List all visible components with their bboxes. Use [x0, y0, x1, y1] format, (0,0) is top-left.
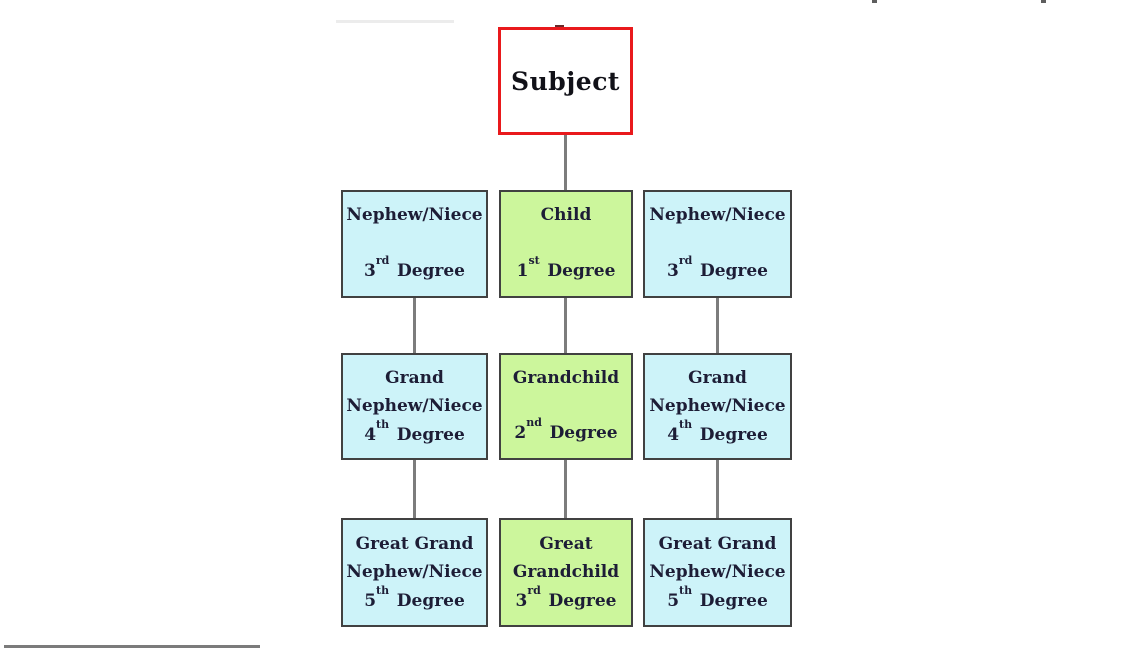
box-title-line: Great — [539, 533, 593, 554]
connector-line — [564, 298, 567, 353]
cropped-connector-artifact — [555, 25, 564, 27]
box-title-line: Nephew/Niece — [346, 396, 483, 417]
box-grand-nephew-niece-right: Grand Nephew/Niece 4thDegree — [643, 353, 792, 460]
box-title-line: Nephew/Niece — [346, 562, 483, 583]
box-great-grand-nephew-niece-right: Great Grand Nephew/Niece 5thDegree — [643, 518, 792, 627]
degree-label: 3rdDegree — [666, 254, 769, 281]
box-great-grand-nephew-niece-left: Great Grand Nephew/Niece 5thDegree — [341, 518, 488, 627]
box-grandchild: Grandchild 2ndDegree — [499, 353, 633, 460]
degree-label: 4thDegree — [364, 418, 465, 445]
connector-line — [716, 460, 719, 518]
box-title-line: Great Grand — [355, 533, 474, 554]
connector-line — [564, 460, 567, 518]
box-nephew-niece-left: Nephew/Niece 3rdDegree — [341, 190, 488, 298]
box-title-line: Nephew/Niece — [649, 396, 786, 417]
cropped-text-artifact — [872, 0, 877, 3]
box-title-line: Grandchild — [512, 368, 620, 388]
box-child: Child 1stDegree — [499, 190, 633, 298]
degree-label: 2ndDegree — [514, 416, 618, 443]
connector-line — [716, 298, 719, 353]
degree-label: 3rdDegree — [515, 584, 617, 611]
box-nephew-niece-right: Nephew/Niece 3rdDegree — [643, 190, 792, 298]
box-grand-nephew-niece-left: Grand Nephew/Niece 4thDegree — [341, 353, 488, 460]
footnote-rule — [4, 645, 260, 648]
box-title-line: Great Grand — [658, 533, 777, 554]
box-great-grandchild: Great Grandchild 3rdDegree — [499, 518, 633, 627]
connector-line — [413, 460, 416, 518]
degree-label: 1stDegree — [516, 254, 616, 281]
box-title-line: Grand — [385, 367, 444, 388]
box-title-line: Grandchild — [512, 562, 620, 583]
connector-line — [413, 298, 416, 353]
degree-label: 5thDegree — [364, 584, 465, 611]
box-title-line: Grand — [688, 367, 747, 388]
cropped-text-artifact — [1041, 0, 1046, 3]
cropped-text-artifact — [336, 20, 454, 23]
degree-label: 4thDegree — [667, 418, 768, 445]
box-title-line: Child — [540, 205, 592, 225]
subject-label: Subject — [511, 66, 620, 96]
box-subject: Subject — [498, 27, 633, 135]
degree-label: 3rdDegree — [363, 254, 466, 281]
connector-line — [564, 135, 567, 190]
box-title-line: Nephew/Niece — [649, 562, 786, 583]
box-title-line: Nephew/Niece — [346, 205, 483, 225]
box-title-line: Nephew/Niece — [649, 205, 786, 225]
degree-label: 5thDegree — [667, 584, 768, 611]
